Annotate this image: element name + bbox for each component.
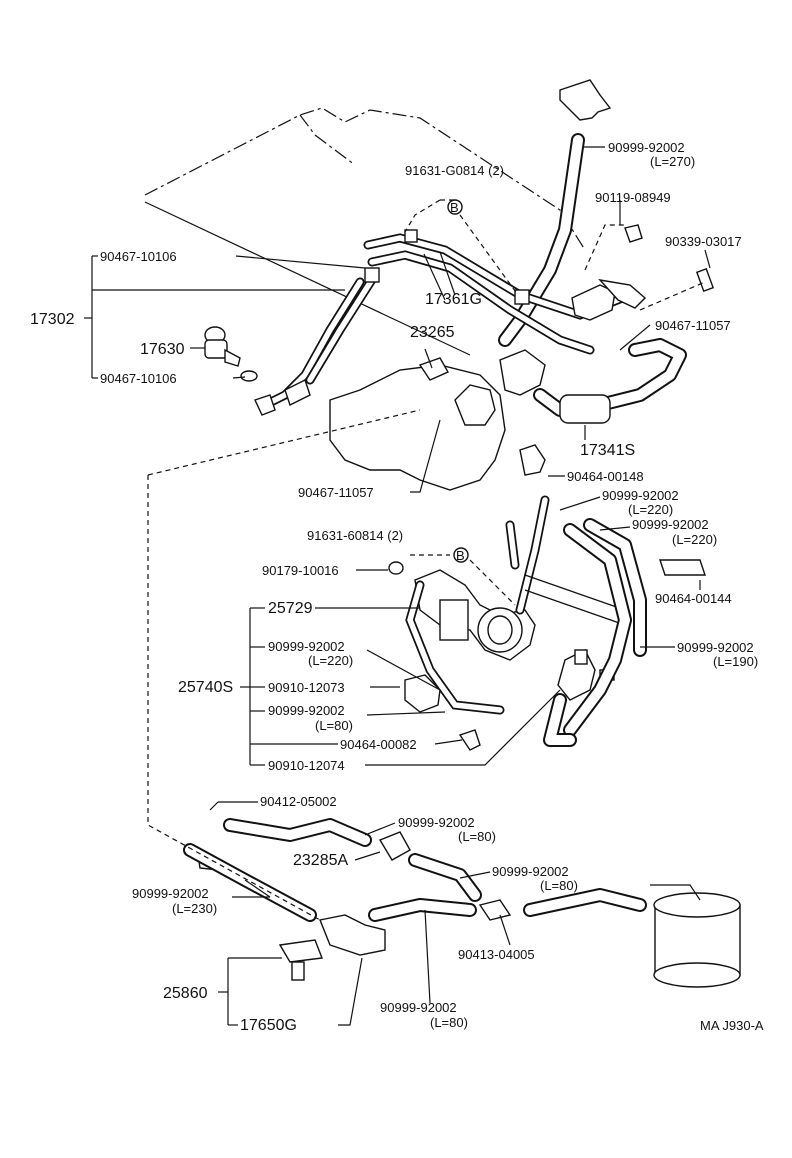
label-23285a: 23285A [293, 852, 348, 869]
label-90119: 90119-08949 [595, 190, 671, 205]
label-90999-r1-len: (L=220) [628, 502, 673, 517]
label-25860: 25860 [163, 985, 208, 1002]
label-90999-m2: 90999-92002 [268, 703, 345, 718]
svg-text:B: B [450, 200, 459, 215]
label-90464-00144: 90464-00144 [655, 591, 732, 606]
label-90910-12074: 90910-12074 [268, 758, 345, 773]
pressure-sensor-parts [278, 914, 386, 981]
right-long-hoses [519, 444, 706, 747]
marker-b-top: B [447, 199, 463, 215]
label-17302: 17302 [30, 311, 75, 328]
label-90999-r1: 90999-92002 [602, 488, 679, 503]
label-90999-r3-len: (L=190) [713, 654, 758, 669]
label-91631-g0814: 91631-G0814 (2) [405, 163, 504, 178]
label-90999-b1-len: (L=80) [458, 829, 496, 844]
label-90999-m1: 90999-92002 [268, 639, 345, 654]
label-17630: 17630 [140, 341, 185, 358]
label-90467-10106-a: 90467-10106 [100, 249, 177, 264]
label-90999-b2: 90999-92002 [492, 864, 569, 879]
drawing-code: MA J930-A [700, 1018, 764, 1033]
label-90999-top-len: (L=270) [650, 154, 695, 169]
label-90999-r2: 90999-92002 [632, 517, 709, 532]
bottom-hoses [183, 818, 647, 922]
label-90412: 90412-05002 [260, 794, 337, 809]
fuel-vapor-hose-17302 [254, 267, 380, 416]
part-labels: 17302 90467-10106 17630 90467-10106 9163… [30, 140, 764, 1034]
label-90467-10106-b: 90467-10106 [100, 371, 177, 386]
label-90999-r2-len: (L=220) [672, 532, 717, 547]
label-90999-m1-len: (L=220) [308, 653, 353, 668]
label-90999-b4: 90999-92002 [380, 1000, 457, 1015]
label-90179: 90179-10016 [262, 563, 339, 578]
label-90413: 90413-04005 [458, 947, 535, 962]
label-23265: 23265 [410, 324, 455, 341]
label-90999-b2-len: (L=80) [540, 878, 578, 893]
label-25740s: 25740S [178, 679, 233, 696]
label-90999-r3: 90999-92002 [677, 640, 754, 655]
label-90999-top: 90999-92002 [608, 140, 685, 155]
label-90999-b4-len: (L=80) [430, 1015, 468, 1030]
leader-lines [84, 199, 711, 1026]
charcoal-canister [650, 884, 741, 988]
label-90910-12073: 90910-12073 [268, 680, 345, 695]
label-90999-b3-len: (L=230) [172, 901, 217, 916]
label-17341s: 17341S [580, 442, 635, 459]
label-90467-11057-a: 90467-11057 [655, 318, 731, 333]
check-valve-17630 [204, 326, 258, 382]
svg-text:B: B [456, 548, 465, 563]
label-90999-b1: 90999-92002 [398, 815, 475, 830]
intake-manifold [329, 338, 687, 491]
marker-b-mid: B [453, 547, 469, 563]
label-90464-00082: 90464-00082 [340, 737, 417, 752]
label-25729: 25729 [268, 600, 313, 617]
label-90464-00148: 90464-00148 [567, 469, 644, 484]
label-90999-m2-len: (L=80) [315, 718, 353, 733]
label-90999-b3: 90999-92002 [132, 886, 209, 901]
vacuum-hose-top [498, 79, 612, 347]
label-17361g: 17361G [425, 291, 482, 308]
label-17650g: 17650G [240, 1017, 297, 1034]
vsv-hose-17361g [363, 224, 715, 355]
label-90467-11057-b: 90467-11057 [298, 485, 374, 500]
engine-outline [144, 107, 586, 356]
label-90339: 90339-03017 [665, 234, 742, 249]
label-91631-60814: 91631-60814 (2) [307, 528, 403, 543]
